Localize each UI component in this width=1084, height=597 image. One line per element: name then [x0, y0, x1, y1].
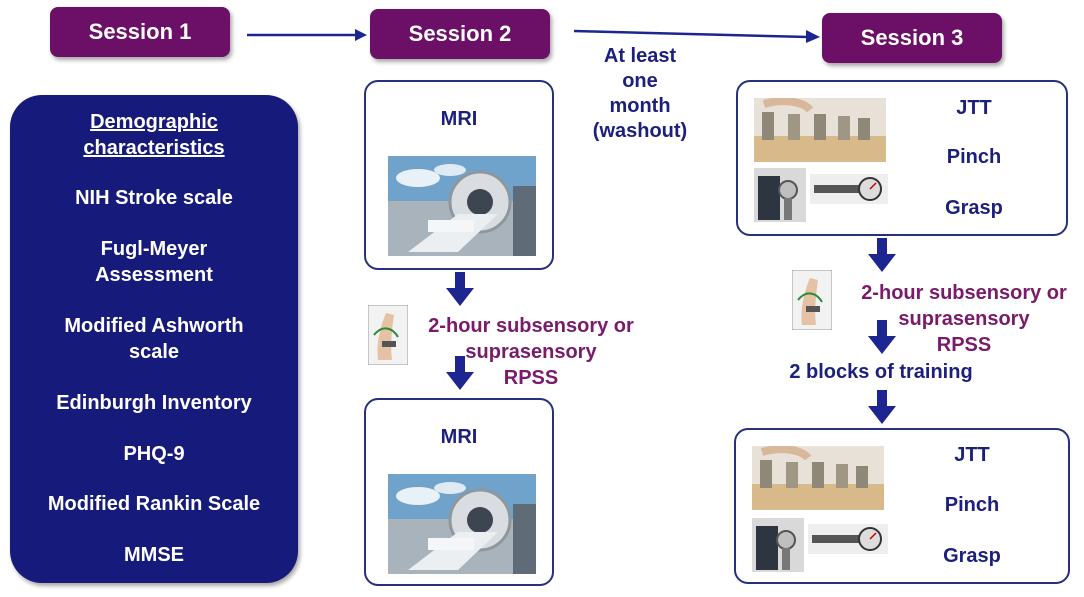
demo-item-fugl-meyer: Fugl-Meyer Assessment	[10, 236, 298, 288]
test-jtt-top: JTT	[956, 97, 992, 119]
demo-item-nih: NIH Stroke scale	[10, 185, 298, 211]
test-grasp-bottom: Grasp	[943, 545, 1001, 567]
demo-item-edinburgh-line: Edinburgh Inventory	[56, 392, 252, 414]
pinch-grip-image-2	[752, 518, 804, 572]
session-2-label: Session 2	[408, 21, 512, 46]
demo-item-ashworth-line-1: Modified Ashworth	[64, 315, 244, 337]
mri-scanner-image	[388, 156, 536, 256]
mri-bottom-box: MRI	[364, 398, 554, 586]
hand-electrode-image-s2	[368, 305, 408, 365]
rpss-s2-line-3: RPSS	[503, 367, 559, 389]
rpss-s3-line-1: 2-hour subsensory or	[861, 282, 1067, 304]
session-3-header: Session 3	[822, 13, 1002, 63]
down-arrow-s2-2	[446, 356, 474, 390]
rpss-note-s3: 2-hour subsensory or suprasensory RPSS	[848, 280, 1080, 358]
demo-item-edinburgh: Edinburgh Inventory	[10, 390, 298, 416]
washout-line-4: (washout)	[592, 120, 688, 142]
test-jtt-bottom: JTT	[954, 444, 990, 466]
demo-item-ashworth-line-2: scale	[128, 341, 180, 363]
demo-item-rankin-line: Modified Rankin Scale	[47, 493, 261, 515]
washout-line-2: one	[622, 70, 658, 92]
demographics-title-line-1: Demographic	[90, 111, 218, 133]
jtt-image	[754, 98, 886, 162]
arrow-session1-to-2	[247, 29, 367, 41]
session-1-label: Session 1	[88, 19, 192, 44]
tests-top-box: JTT Pinch Grasp	[736, 80, 1068, 236]
down-arrow-s2-1	[446, 272, 474, 306]
rpss-s3-line-2: suprasensory	[898, 308, 1030, 330]
jtt-image-2	[752, 446, 884, 510]
down-arrow-s3-3	[868, 390, 896, 424]
training-note: 2 blocks of training	[789, 361, 973, 383]
demographics-title-line-2: characteristics	[83, 137, 225, 159]
demographics-title: Demographic characteristics	[10, 109, 298, 161]
down-arrow-s3-2	[868, 320, 896, 354]
down-arrow-s3-1	[868, 238, 896, 272]
tests-bottom-box: JTT Pinch Grasp	[734, 428, 1070, 584]
rpss-s2-line-1: 2-hour subsensory or	[428, 315, 634, 337]
washout-line-3: month	[609, 95, 671, 117]
rpss-s3-line-3: RPSS	[936, 334, 992, 356]
grasp-dynamometer-image-2	[808, 524, 888, 554]
demo-item-phq9-line: PHQ-9	[123, 443, 185, 465]
demographics-panel: Demographic characteristics NIH Stroke s…	[10, 95, 298, 583]
hand-electrode-image-s3	[792, 270, 832, 330]
demo-item-rankin: Modified Rankin Scale	[10, 491, 298, 517]
demo-item-fugl-meyer-line-1: Fugl-Meyer	[100, 238, 208, 260]
mri-bottom-label: MRI	[440, 426, 478, 448]
mri-top-label: MRI	[440, 108, 478, 130]
demo-item-nih-line: NIH Stroke scale	[75, 187, 233, 209]
test-pinch-top: Pinch	[946, 146, 1002, 168]
demo-item-phq9: PHQ-9	[10, 441, 298, 467]
rpss-s2-line-2: suprasensory	[465, 341, 597, 363]
demo-item-fugl-meyer-line-2: Assessment	[95, 264, 213, 286]
demo-item-mmse-line: MMSE	[124, 544, 184, 566]
session-1-header: Session 1	[50, 7, 230, 57]
grasp-dynamometer-image	[810, 174, 888, 204]
test-pinch-bottom: Pinch	[944, 494, 1000, 516]
rpss-note-s2: 2-hour subsensory or suprasensory RPSS	[420, 313, 642, 391]
mri-scanner-image-2	[388, 474, 536, 574]
session-2-header: Session 2	[370, 9, 550, 59]
washout-line-1: At least	[603, 45, 677, 67]
session-3-label: Session 3	[860, 25, 964, 50]
test-grasp-top: Grasp	[945, 197, 1003, 219]
arrow-session2-to-3	[573, 29, 820, 43]
demo-item-mmse: MMSE	[10, 542, 298, 568]
pinch-grip-image	[754, 168, 806, 222]
demo-item-ashworth: Modified Ashworth scale	[10, 313, 298, 365]
mri-top-box: MRI	[364, 80, 554, 270]
washout-note: At least one month (washout)	[580, 44, 700, 144]
